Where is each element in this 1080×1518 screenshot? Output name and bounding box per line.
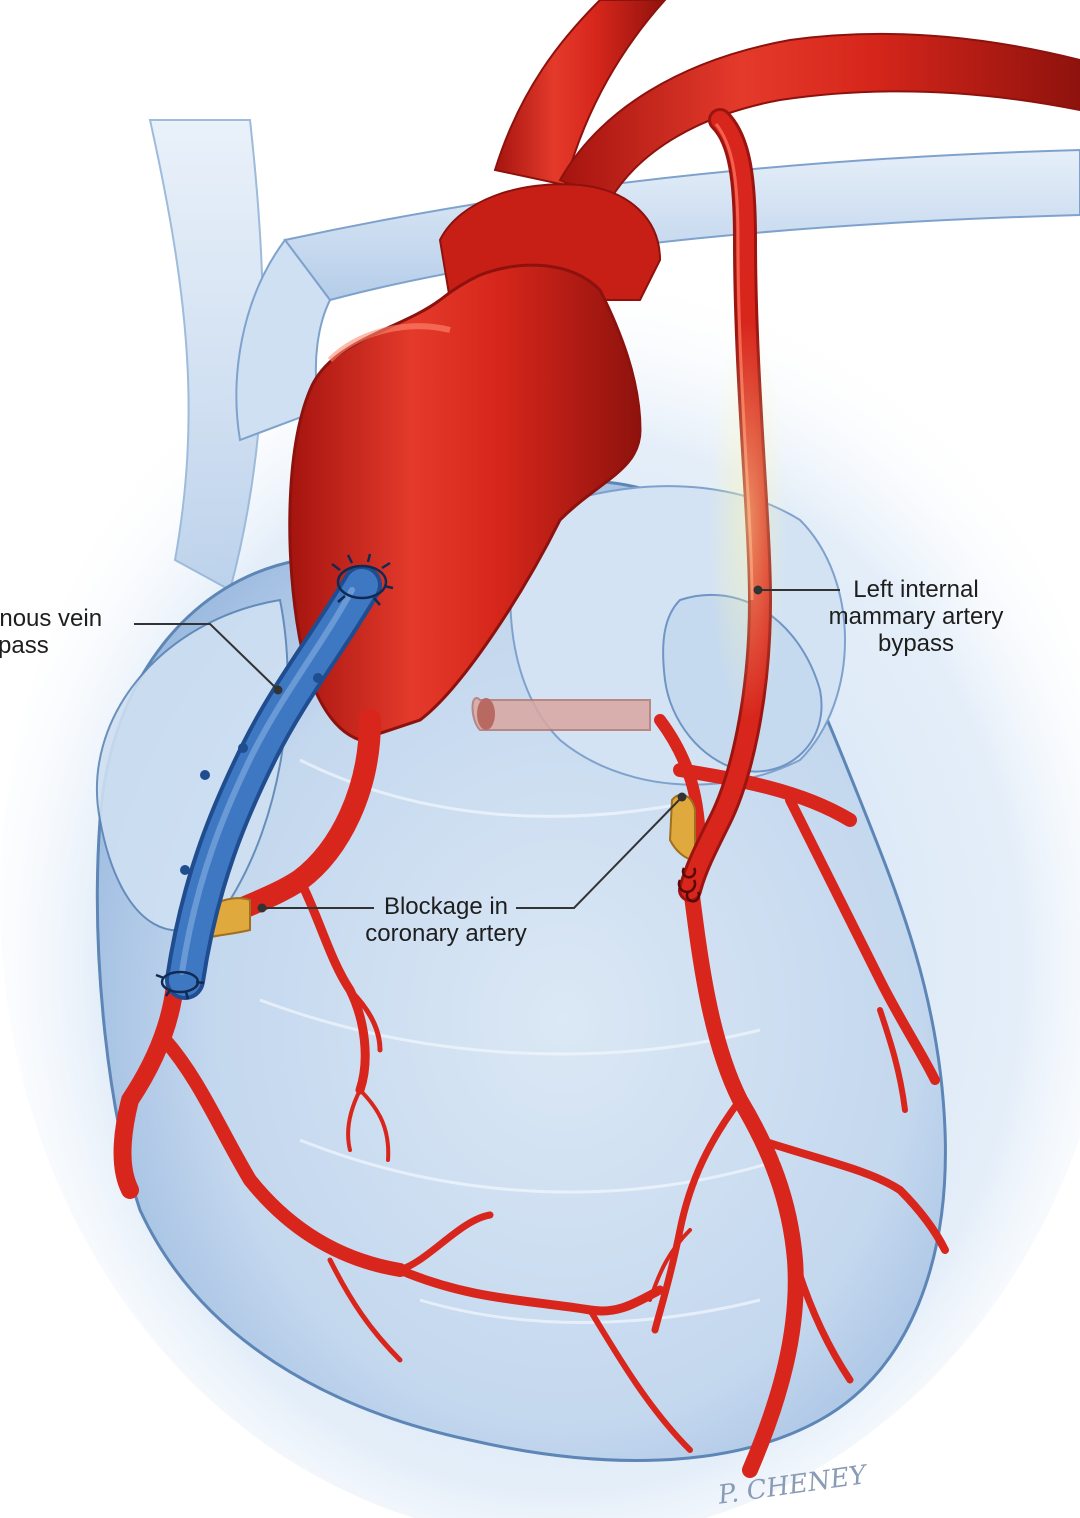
label-line: enous vein bbox=[0, 605, 103, 632]
label-blockage: Blockage in coronary artery bbox=[340, 893, 552, 947]
label-line: mammary artery bbox=[828, 603, 1004, 630]
label-line: bypass bbox=[877, 630, 955, 657]
label-line: coronary artery bbox=[365, 920, 527, 947]
label-line: ypass bbox=[0, 632, 49, 659]
label-line: Left internal bbox=[853, 576, 979, 603]
label-lima-bypass: Left internal mammary artery bypass bbox=[808, 576, 1024, 657]
label-line: Blockage in bbox=[383, 893, 509, 920]
label-saphenous-vein-bypass: enous vein ypass bbox=[0, 605, 102, 659]
leader-lines bbox=[134, 585, 840, 913]
